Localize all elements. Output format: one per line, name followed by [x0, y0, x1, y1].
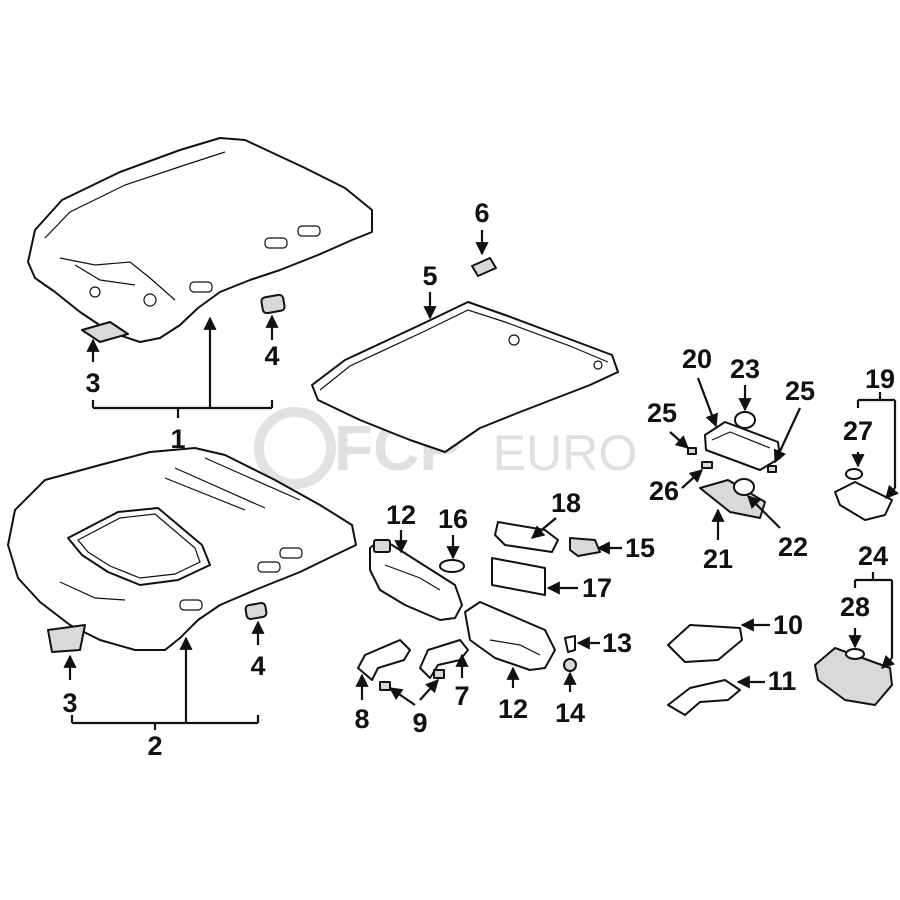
part-3-lower [47, 624, 86, 653]
callout-2: 2 [147, 731, 162, 761]
callout-27: 27 [843, 416, 873, 446]
callout-8: 8 [354, 704, 369, 734]
callout-15: 15 [625, 533, 655, 563]
callout-20: 20 [682, 344, 712, 374]
callout-3-lower: 3 [62, 688, 77, 718]
callout-25-right: 25 [785, 376, 815, 406]
callout-28: 28 [840, 592, 870, 622]
sun-visor-part-12-lower [464, 601, 556, 671]
callout-labels: 1 2 3 3 4 4 5 6 7 8 9 10 11 12 12 13 14 … [62, 198, 895, 761]
callout-11: 11 [768, 666, 797, 696]
callout-22: 22 [778, 532, 808, 562]
sunroof-panel-part-5 [311, 301, 619, 453]
callout-9: 9 [412, 708, 427, 738]
callout-23: 23 [730, 354, 760, 384]
callout-4-lower: 4 [250, 651, 265, 681]
overhead-console-part-20 [704, 421, 781, 471]
part-15 [569, 537, 601, 557]
callout-24: 24 [858, 541, 888, 571]
sun-visor-part-12-upper [369, 539, 463, 621]
part-3-upper [81, 321, 129, 343]
part-9-b [433, 669, 445, 679]
callout-18: 18 [551, 488, 581, 518]
part-25-right [767, 465, 777, 473]
callout-14: 14 [555, 698, 585, 728]
callout-5: 5 [422, 261, 437, 291]
watermark-suffix: EURO [493, 425, 637, 481]
part-16-ring [439, 559, 465, 573]
lamp-part-24 [814, 647, 893, 706]
part-23 [734, 411, 756, 429]
part-18 [494, 521, 559, 553]
bracket-part-11 [667, 679, 741, 716]
callout-16: 16 [438, 504, 468, 534]
clip-part-6 [471, 257, 497, 277]
part-22 [733, 478, 755, 496]
leader-lines [63, 230, 899, 730]
callout-4-upper: 4 [264, 341, 279, 371]
callout-10: 10 [773, 610, 803, 640]
headliner-part-1 [27, 137, 373, 343]
part-21 [699, 479, 766, 519]
dome-lamp-part-19 [834, 481, 893, 521]
bracket-part-10 [667, 624, 743, 663]
callout-12-lower: 12 [498, 694, 528, 724]
part-25-left [687, 447, 697, 455]
part-26 [701, 461, 713, 469]
callout-3-upper: 3 [85, 368, 100, 398]
callout-17: 17 [582, 573, 612, 603]
grab-handle-part-8 [357, 639, 411, 681]
part-14 [563, 658, 577, 672]
callout-26: 26 [649, 476, 679, 506]
callout-6: 6 [474, 198, 489, 228]
part-17 [491, 557, 546, 596]
callout-25-left: 25 [647, 398, 677, 428]
callout-7: 7 [454, 681, 469, 711]
part-4-upper [260, 293, 286, 315]
callout-21: 21 [703, 544, 733, 574]
screw-part-13 [564, 635, 576, 653]
part-9-a [379, 681, 391, 691]
bulb-part-27 [845, 468, 863, 480]
bulb-part-28 [845, 648, 865, 660]
part-4-lower [244, 602, 268, 620]
headliner-part-2 [7, 447, 357, 651]
callout-13: 13 [602, 628, 632, 658]
callout-1: 1 [170, 424, 185, 454]
callout-12-upper: 12 [386, 500, 416, 530]
callout-19: 19 [865, 364, 895, 394]
